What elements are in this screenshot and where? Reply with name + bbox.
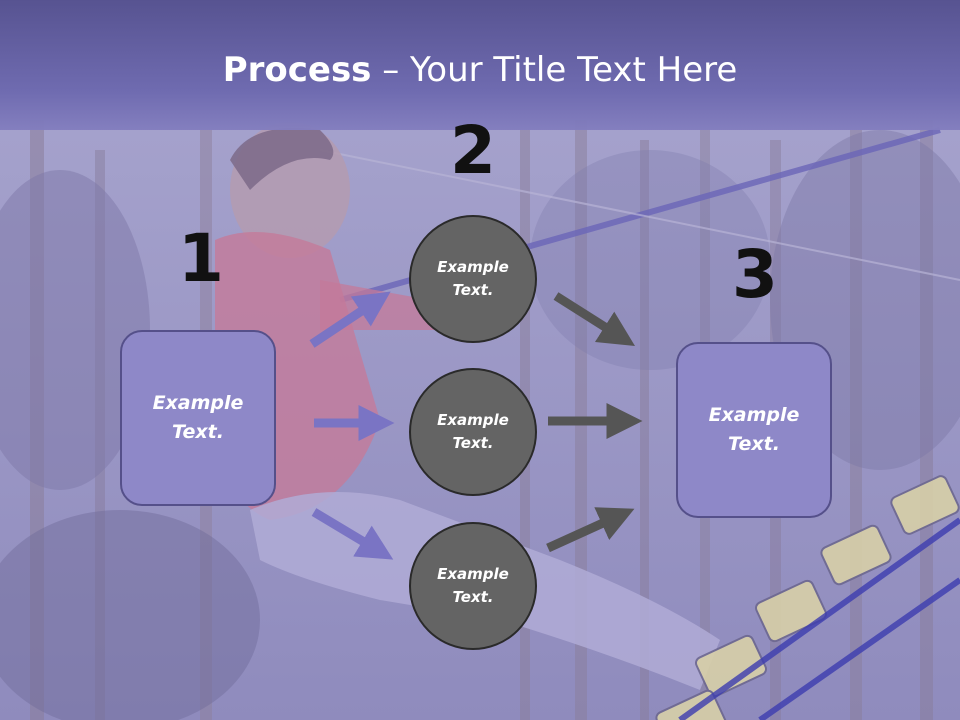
right-box-line2: Text.	[728, 433, 780, 455]
circle-bottom-line2: Text.	[452, 588, 494, 606]
circle-top-line1: Example	[437, 258, 509, 276]
step-number-3: 3	[732, 236, 778, 313]
title-bar	[0, 0, 960, 130]
title-bold: Process	[222, 50, 372, 90]
right-box: Example Text.	[676, 342, 832, 518]
page-title: Process – Your Title Text Here	[0, 50, 960, 90]
circle-top-line2: Text.	[452, 281, 494, 299]
right-box-line1: Example	[708, 404, 800, 426]
circle-bottom-line1: Example	[437, 565, 509, 583]
title-rest: – Your Title Text Here	[371, 50, 738, 90]
left-box-line1: Example	[152, 392, 244, 414]
circle-middle-line1: Example	[437, 411, 509, 429]
left-box: Example Text.	[120, 330, 276, 506]
arrow-left-to-top	[309, 291, 391, 348]
circle-top: Example Text.	[409, 215, 537, 343]
arrow-top-to-right	[553, 292, 636, 347]
left-box-line2: Text.	[172, 421, 224, 443]
step-number-2: 2	[450, 112, 496, 189]
circle-middle: Example Text.	[409, 368, 537, 496]
arrow-bottom-to-right	[546, 507, 635, 553]
step-number-1: 1	[178, 220, 224, 297]
circle-middle-line2: Text.	[452, 434, 494, 452]
circle-bottom: Example Text.	[409, 522, 537, 650]
arrow-left-to-bottom	[311, 508, 394, 560]
